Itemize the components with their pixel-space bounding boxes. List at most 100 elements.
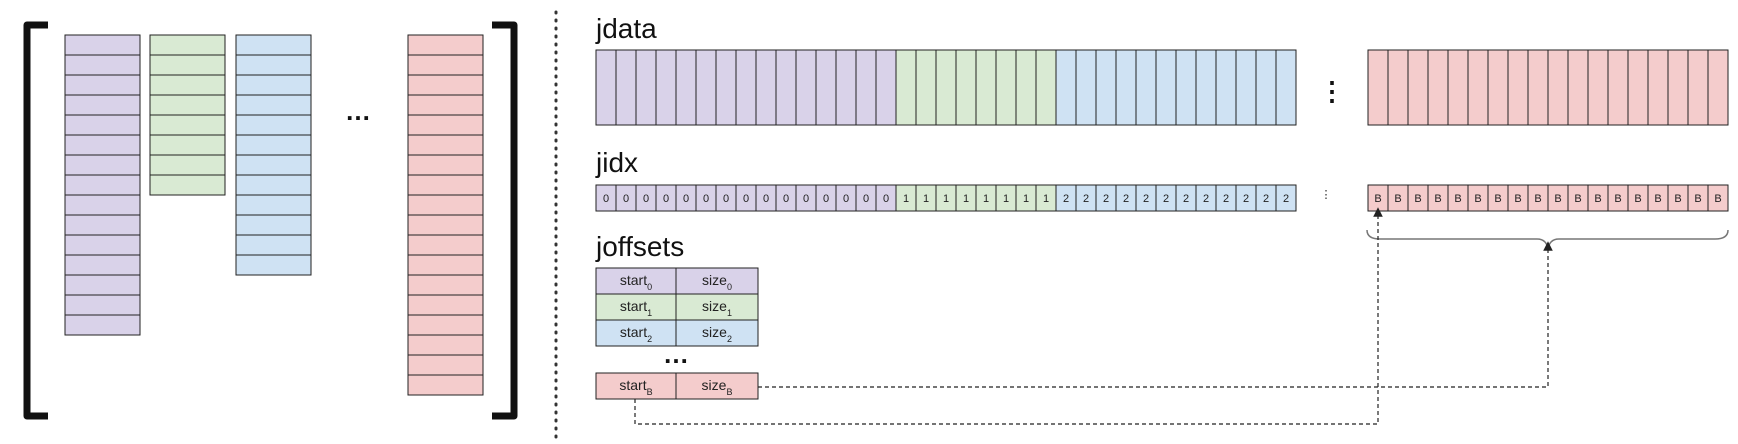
- joffsets-start-cell: [595, 267, 677, 295]
- jdata-cell: [1275, 49, 1297, 126]
- jdata-cell: [695, 49, 717, 126]
- jidx-cell-label: B: [1514, 193, 1521, 205]
- matrix-cell: [235, 134, 312, 156]
- jidx-cell-label: 2: [1203, 193, 1209, 205]
- jidx-cell-label: 1: [1003, 193, 1009, 205]
- jidx-cell-label: B: [1414, 193, 1421, 205]
- jdata-cell: [1135, 49, 1157, 126]
- matrix-cell: [64, 234, 141, 256]
- matrix-cell: [407, 234, 484, 256]
- jidx-cell-label: B: [1574, 193, 1581, 205]
- jidx-cell-label: 0: [643, 193, 649, 205]
- matrix-cell: [407, 314, 484, 336]
- jdata-cell: [1567, 49, 1589, 126]
- jdata-cell: [715, 49, 737, 126]
- jidx-cell-label: 0: [863, 193, 869, 205]
- jdata-cell: [895, 49, 917, 126]
- matrix-cell: [149, 154, 226, 176]
- jdata-cell: [1607, 49, 1629, 126]
- jdata-cell: [1075, 49, 1097, 126]
- matrix-cell: [235, 234, 312, 256]
- jdata-cell: [1175, 49, 1197, 126]
- jdata-cell: [955, 49, 977, 126]
- matrix-cell: [407, 174, 484, 196]
- jdata-cell: [655, 49, 677, 126]
- jdata-title: jdata: [595, 13, 657, 44]
- jidx-cell-label: B: [1454, 193, 1461, 205]
- jdata-cell: [1627, 49, 1649, 126]
- jdata-cell: [935, 49, 957, 126]
- jdata-cell: [1367, 49, 1389, 126]
- jidx-cell-label: 2: [1063, 193, 1069, 205]
- matrix-cell: [407, 194, 484, 216]
- jdata-cell: [1487, 49, 1509, 126]
- jdata-cell: [1235, 49, 1257, 126]
- jidx-cell-label: B: [1554, 193, 1561, 205]
- matrix-cell: [407, 94, 484, 116]
- jdata-cell: [815, 49, 837, 126]
- joffsets-start-label: startB: [619, 377, 652, 397]
- matrix-cell: [235, 94, 312, 116]
- jidx-cell-label: 2: [1083, 193, 1089, 205]
- jdata-cell: [1707, 49, 1729, 126]
- left-bracket: [23, 21, 48, 420]
- matrix-cell: [149, 174, 226, 196]
- matrix-cell: [235, 54, 312, 76]
- jdata-cell: [1015, 49, 1037, 126]
- jidx-cell-label: 2: [1183, 193, 1189, 205]
- jidx-cell-label: 0: [723, 193, 729, 205]
- matrix-cell: [149, 54, 226, 76]
- joffsets-size-label: size1: [702, 298, 732, 318]
- jdata-cell: [1547, 49, 1569, 126]
- jidx-cell-label: 0: [783, 193, 789, 205]
- matrix-cell: [235, 214, 312, 236]
- matrix-cell: [407, 214, 484, 236]
- matrix-cell: [407, 134, 484, 156]
- jidx-cell-label: 0: [823, 193, 829, 205]
- matrix-cell: [407, 354, 484, 376]
- matrix-cell: [64, 154, 141, 176]
- jidx-cell-label: 2: [1103, 193, 1109, 205]
- matrix-cell: [235, 154, 312, 176]
- jdata-cell: [875, 49, 897, 126]
- jdata-cell: [635, 49, 657, 126]
- matrix-cell: [235, 114, 312, 136]
- jdata-ellipsis: ⋮: [1319, 76, 1345, 106]
- joffsets-size-label: sizeB: [702, 377, 733, 397]
- joffsets-size-label: size0: [702, 272, 732, 292]
- matrix-cell: [64, 194, 141, 216]
- jidx-cell-label: 0: [703, 193, 709, 205]
- matrix-cell: [235, 74, 312, 96]
- joffsets-start-label: start2: [620, 324, 652, 344]
- jidx-cell-label: 2: [1143, 193, 1149, 205]
- matrix-cell: [407, 254, 484, 276]
- jdata-cell: [735, 49, 757, 126]
- jdata-cell: [1215, 49, 1237, 126]
- matrix-cell: [64, 134, 141, 156]
- jidx-cell-label: B: [1634, 193, 1641, 205]
- jdata-cell: [915, 49, 937, 126]
- jidx-cell-label: B: [1674, 193, 1681, 205]
- jdata-cell: [1407, 49, 1429, 126]
- joffsets-size-cell: [675, 267, 759, 295]
- jidx-cell-label: 2: [1223, 193, 1229, 205]
- matrix-cell: [235, 34, 312, 56]
- jdata-cell: [675, 49, 697, 126]
- jidx-cell-label: B: [1394, 193, 1401, 205]
- jdata-cell: [855, 49, 877, 126]
- right-bracket: [492, 21, 518, 420]
- jdata-cell: [595, 49, 617, 126]
- matrix-cell: [407, 154, 484, 176]
- jidx-cell-label: 1: [1043, 193, 1049, 205]
- matrix-cell: [64, 34, 141, 56]
- jidx-cell-label: B: [1494, 193, 1501, 205]
- jdata-cell: [1507, 49, 1529, 126]
- jidx-cell-label: 0: [663, 193, 669, 205]
- jdata-cell: [1155, 49, 1177, 126]
- jidx-cell-label: 1: [983, 193, 989, 205]
- jidx-title: jidx: [595, 147, 638, 178]
- jidx-cell-label: B: [1534, 193, 1541, 205]
- last-group-brace: [1366, 229, 1729, 251]
